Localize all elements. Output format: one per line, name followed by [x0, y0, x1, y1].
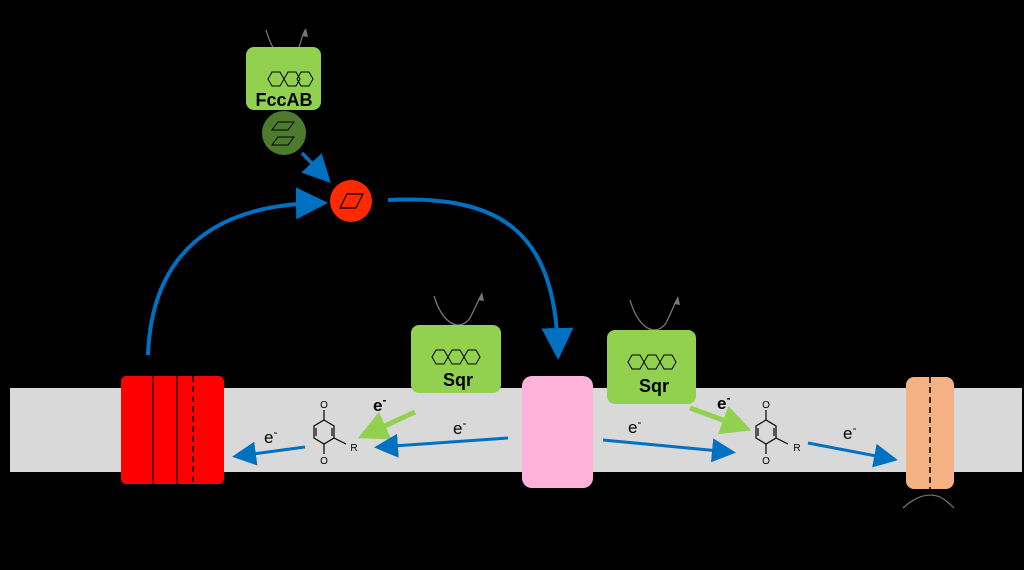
svg-text:e-: e-	[453, 416, 466, 438]
svg-text:e-: e-	[264, 425, 277, 447]
quinone-icon	[755, 410, 789, 454]
helix-icon	[902, 494, 955, 509]
sqr-left-label: Sqr	[443, 370, 473, 390]
quinone-left-o-bottom: O	[320, 456, 328, 467]
quinone-right-o-top: O	[762, 400, 770, 411]
orange-complex	[902, 377, 955, 509]
arrow-quinone-to-orange	[807, 441, 898, 468]
svg-text:e-: e-	[843, 421, 856, 443]
quinone-right-r: R	[793, 443, 800, 454]
sulfur-node	[330, 180, 372, 222]
electron-label-1: e-	[264, 425, 277, 447]
arrow-pink-to-quinone-right	[602, 438, 736, 463]
sqr-right: Sqr	[607, 296, 696, 404]
electron-label-6: e-	[843, 421, 856, 443]
arrow-fccab-to-sulfur	[300, 151, 331, 184]
green-arrow-left	[357, 409, 417, 440]
helix-icon	[629, 299, 677, 331]
helix-icon	[433, 295, 481, 326]
fccab-label: FccAB	[255, 90, 312, 110]
sqr-right-label: Sqr	[639, 376, 669, 396]
quinone-left-r: R	[350, 443, 357, 454]
electron-label-3: e-	[453, 416, 466, 438]
heme-icon	[627, 354, 677, 370]
arrow-sulfur-to-pink	[387, 197, 574, 360]
arrow-quinone-to-red	[232, 441, 306, 466]
green-arrow-right	[689, 405, 752, 435]
quinone-left-o-top: O	[320, 400, 328, 411]
electron-label-4: e-	[628, 415, 641, 437]
svg-text:e-: e-	[717, 391, 730, 413]
quinone-icon	[313, 410, 347, 454]
polysulfide-node	[262, 111, 306, 155]
arrow-red-to-sulfur	[146, 187, 328, 356]
pink-complex	[522, 376, 593, 488]
fccab-complex: FccAB	[246, 28, 321, 110]
quinone-right-o-bottom: O	[762, 456, 770, 467]
heme-icon	[267, 71, 314, 87]
electron-label-5: e-	[717, 391, 730, 413]
svg-text:e-: e-	[628, 415, 641, 437]
svg-text:e-: e-	[373, 393, 386, 415]
sulfide-icon	[339, 193, 364, 209]
arrow-pink-to-quinone-left	[374, 433, 509, 458]
sqr-left: Sqr	[411, 292, 501, 393]
heme-icon	[431, 349, 481, 365]
red-transporter	[121, 376, 224, 484]
sulfide-icon	[271, 121, 295, 146]
electron-label-2: e-	[373, 393, 386, 415]
